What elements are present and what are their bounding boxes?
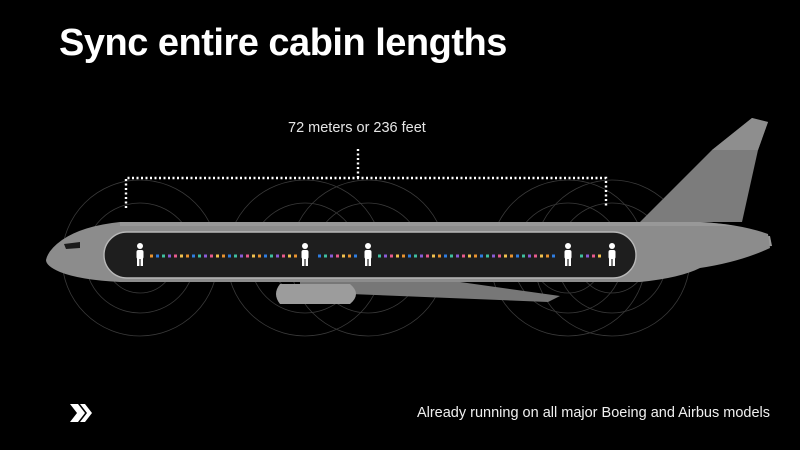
sync-dot <box>468 254 471 258</box>
sync-dot <box>396 254 399 258</box>
sync-dot <box>480 254 483 258</box>
sync-dot <box>534 254 537 258</box>
sync-dot <box>330 254 333 258</box>
sync-dot <box>408 254 411 258</box>
sync-dot <box>444 254 447 258</box>
engine <box>276 284 356 304</box>
person-icon <box>608 243 616 266</box>
sync-dot <box>234 254 237 258</box>
sync-dot <box>318 254 321 258</box>
sync-dot <box>420 254 423 258</box>
double-chevron-logo-icon <box>70 404 92 422</box>
sync-dot <box>522 254 525 258</box>
sync-dot <box>474 254 477 258</box>
sync-dot <box>270 254 273 258</box>
sync-dot <box>546 254 549 258</box>
sync-dot <box>528 254 531 258</box>
sync-dot <box>276 254 279 258</box>
sync-dot <box>186 254 189 258</box>
sync-dot <box>192 254 195 258</box>
measurement-bracket <box>124 148 608 208</box>
sync-dot <box>168 254 171 258</box>
sync-dot <box>504 254 507 258</box>
sync-dot <box>426 254 429 258</box>
page-title: Sync entire cabin lengths <box>59 22 507 64</box>
sync-dot <box>384 254 387 258</box>
sync-dot <box>580 254 583 258</box>
sync-dot <box>294 254 297 258</box>
cabin-length-label: 72 meters or 236 feet <box>288 120 426 136</box>
sync-dot <box>592 254 595 258</box>
sync-dot <box>210 254 213 258</box>
wing <box>300 282 560 302</box>
sync-dot <box>348 254 351 258</box>
person-icon <box>136 243 144 266</box>
sync-dot <box>354 254 357 258</box>
sync-dot <box>198 254 201 258</box>
sync-dot <box>516 254 519 258</box>
sync-dot <box>492 254 495 258</box>
sync-dots <box>150 254 601 258</box>
sync-dot <box>390 254 393 258</box>
sync-dot <box>456 254 459 258</box>
sync-dot <box>438 254 441 258</box>
sync-dot <box>324 254 327 258</box>
person-icon <box>564 243 572 266</box>
footer-caption: Already running on all major Boeing and … <box>416 405 770 421</box>
sync-dot <box>432 254 435 258</box>
person-icon <box>364 243 372 266</box>
passengers <box>136 243 616 266</box>
sync-dot <box>486 254 489 258</box>
sync-dot <box>258 254 261 258</box>
sync-dot <box>540 254 543 258</box>
sync-dot <box>222 254 225 258</box>
sync-dot <box>378 254 381 258</box>
sync-dot <box>264 254 267 258</box>
sync-dot <box>342 254 345 258</box>
sync-dot <box>498 254 501 258</box>
sync-dot <box>402 254 405 258</box>
sync-dot <box>156 254 159 258</box>
sync-dot <box>252 254 255 258</box>
sync-dot <box>336 254 339 258</box>
person-icon <box>301 243 309 266</box>
sync-dot <box>246 254 249 258</box>
sync-dot <box>150 254 153 258</box>
sync-dot <box>462 254 465 258</box>
sync-dot <box>414 254 417 258</box>
sync-dot <box>598 254 601 258</box>
sync-dot <box>162 254 165 258</box>
sync-dot <box>450 254 453 258</box>
sync-dot <box>282 254 285 258</box>
sync-dot <box>510 254 513 258</box>
sync-dot <box>240 254 243 258</box>
sync-dot <box>174 254 177 258</box>
sync-dot <box>288 254 291 258</box>
sync-dot <box>180 254 183 258</box>
sync-dot <box>216 254 219 258</box>
sync-dot <box>586 254 589 258</box>
sync-dot <box>552 254 555 258</box>
cockpit-window <box>64 242 80 249</box>
sync-dot <box>204 254 207 258</box>
sync-dot <box>228 254 231 258</box>
